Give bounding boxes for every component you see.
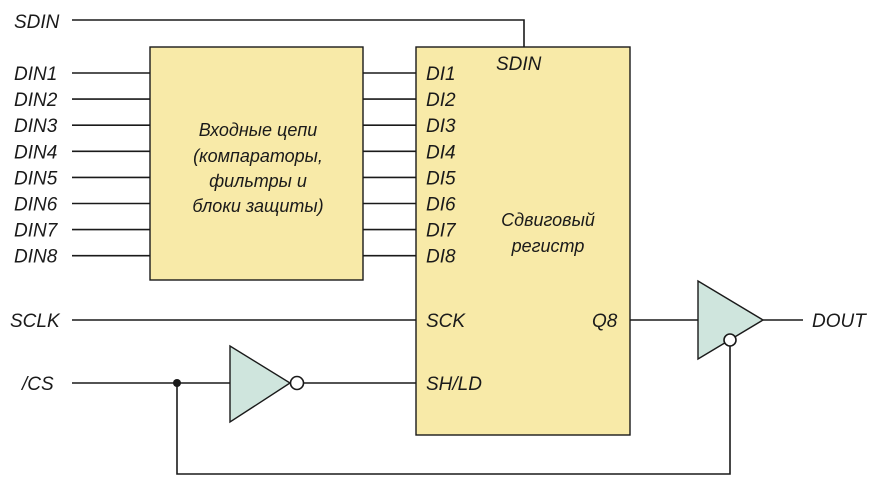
register-di-pin: DI7 [426,221,457,242]
sclk-label: SCLK [10,311,61,332]
register-sdin-pin: SDIN [496,54,542,75]
din-label: DIN4 [14,142,57,163]
din-label: DIN5 [14,168,58,189]
dout-label: DOUT [812,311,867,332]
input-block-line-1: Входные цепи [199,120,318,140]
sdin-label: SDIN [14,12,60,33]
input-block-line-2: (компараторы, [193,146,323,166]
din-label: DIN1 [14,64,57,85]
register-di-pin: DI1 [426,64,456,85]
sdin-wire [72,19,525,48]
register-title-line-1: Сдвиговый [501,210,595,230]
inverter-bubble [289,375,305,391]
input-block-line-4: блоки защиты) [192,196,323,216]
cs-inverter [229,344,292,424]
output-enable-bubble [723,333,737,347]
register-di-pin: DI5 [426,168,456,189]
din-label: DIN8 [14,247,58,268]
shift-register-block [415,46,631,436]
register-di-pin: DI8 [426,247,456,268]
register-di-pin: DI4 [426,142,456,163]
din-label: DIN3 [14,116,58,137]
register-di-pin: DI3 [426,116,456,137]
register-q8-pin: Q8 [592,311,618,332]
register-di-pin: DI2 [426,90,456,111]
register-di-pin: DI6 [426,195,456,216]
register-title-line-2: регистр [511,236,585,256]
cs-label: /CS [20,374,54,395]
register-sck-pin: SCK [426,311,466,332]
din-label: DIN6 [14,195,58,216]
input-block-line-3: фильтры и [209,171,307,191]
din-label: DIN2 [14,90,58,111]
enable-feedback-wire [176,346,731,475]
input-circuits-block [149,46,364,281]
din-label: DIN7 [14,221,59,242]
register-shld-pin: SH/LD [426,374,482,395]
